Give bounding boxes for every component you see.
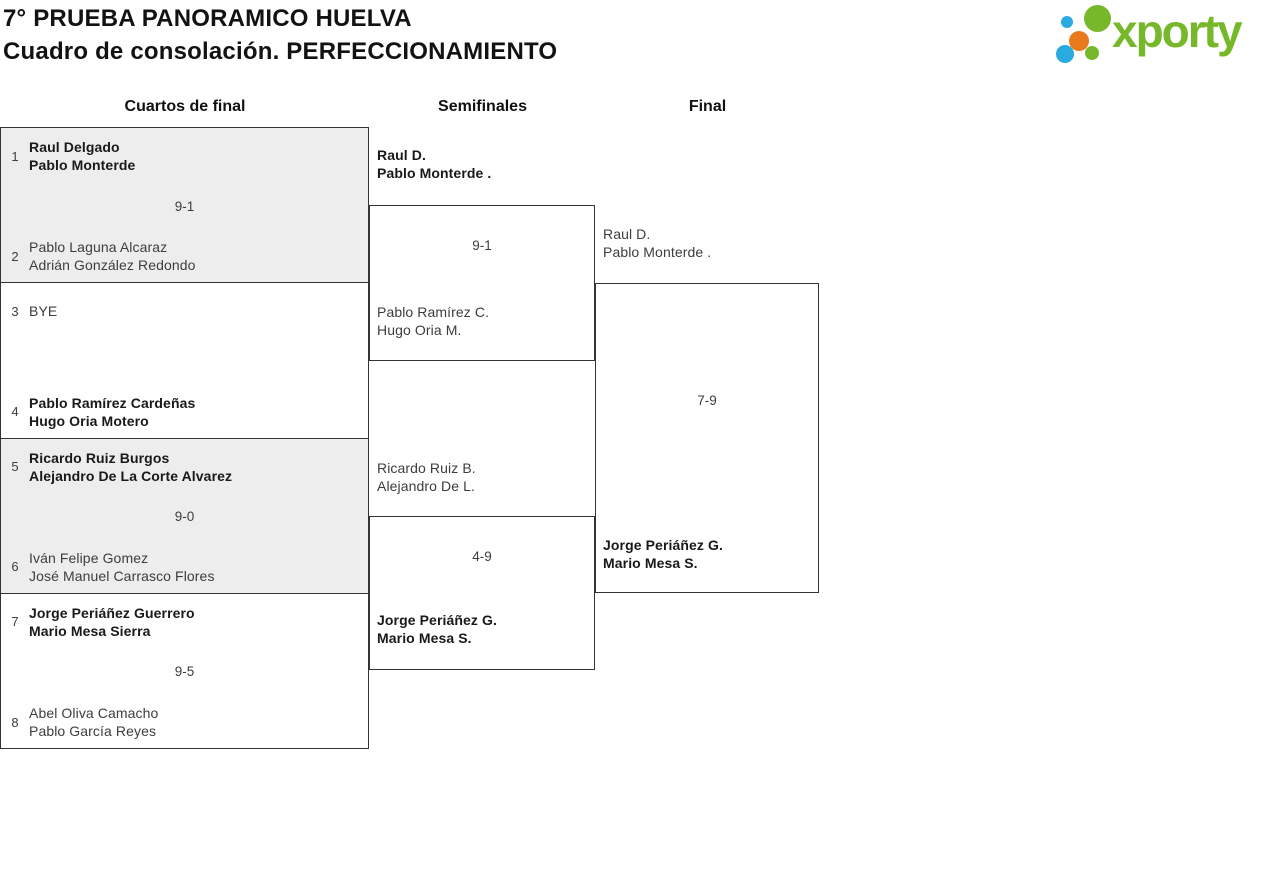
match-slot-bottom: 2 Pablo Laguna Alcaraz Adrián González R… bbox=[1, 234, 368, 278]
semifinal-2-box bbox=[369, 516, 595, 670]
player-name: Mario Mesa S. bbox=[603, 555, 698, 571]
player-name: Pablo Monterde . bbox=[603, 244, 712, 260]
seed-number: 3 bbox=[11, 303, 19, 319]
logo-dot-orange-icon bbox=[1069, 31, 1089, 51]
page-title: 7° PRUEBA PANORAMICO HUELVA bbox=[3, 5, 412, 32]
quarterfinals-column: 1 Raul Delgado Pablo Monterde 9-1 2 Pabl… bbox=[0, 127, 369, 749]
seed-number: 4 bbox=[11, 404, 19, 419]
player-name: Raul Delgado bbox=[29, 139, 120, 155]
seed-number: 2 bbox=[11, 248, 19, 264]
player-name: Alejandro De L. bbox=[377, 478, 476, 494]
logo-dot-green-icon bbox=[1084, 5, 1111, 32]
final-score: 7-9 bbox=[697, 393, 717, 408]
player-name: Pablo Ramírez C. bbox=[377, 304, 490, 320]
team-names: Pablo Laguna Alcaraz Adrián González Red… bbox=[29, 238, 196, 274]
player-name: Ricardo Ruiz B. bbox=[377, 460, 476, 476]
semifinal-1-team-top: Raul D. Pablo Monterde . bbox=[377, 146, 491, 182]
quarterfinal-match-3: 5 Ricardo Ruiz Burgos Alejandro De La Co… bbox=[1, 437, 368, 593]
player-name: Pablo Monterde . bbox=[377, 165, 492, 181]
team-names: Pablo Ramírez Cardeñas Hugo Oria Motero bbox=[29, 394, 195, 430]
semifinal-1-box bbox=[369, 205, 595, 361]
player-name: Mario Mesa Sierra bbox=[29, 622, 151, 639]
quarterfinal-match-1: 1 Raul Delgado Pablo Monterde 9-1 2 Pabl… bbox=[1, 128, 368, 283]
logo-wordmark: xporty bbox=[1112, 5, 1243, 57]
player-name: Pablo Laguna Alcaraz bbox=[29, 239, 168, 256]
player-name: Ricardo Ruiz Burgos bbox=[29, 449, 170, 466]
player-name: Iván Felipe Gomez bbox=[29, 549, 149, 566]
team-names: BYE bbox=[29, 302, 57, 320]
player-name: Raul D. bbox=[377, 147, 426, 163]
seed-number: 6 bbox=[11, 559, 19, 575]
player-name: BYE bbox=[29, 303, 58, 320]
match-score: 9-5 bbox=[174, 664, 195, 680]
player-name: Jorge Periáñez G. bbox=[377, 612, 497, 628]
semifinal-2-team-bottom: Jorge Periáñez G. Mario Mesa S. bbox=[377, 611, 497, 647]
team-names: Iván Felipe Gomez José Manuel Carrasco F… bbox=[29, 549, 215, 585]
player-name: Abel Oliva Camacho bbox=[29, 705, 159, 721]
player-name: Alejandro De La Corte Alvarez bbox=[29, 467, 233, 484]
seed-number: 5 bbox=[11, 459, 19, 474]
match-slot-top: 3 BYE bbox=[1, 289, 368, 333]
logo-dot-blue-icon bbox=[1061, 16, 1073, 28]
semifinal-2-score: 4-9 bbox=[472, 549, 492, 564]
match-score bbox=[1, 333, 368, 389]
player-name: Jorge Periáñez G. bbox=[603, 537, 723, 553]
seed-number: 1 bbox=[11, 148, 19, 164]
semifinal-1-score: 9-1 bbox=[472, 238, 492, 253]
player-name: Jorge Periáñez Guerrero bbox=[29, 604, 195, 621]
match-score: 9-0 bbox=[174, 509, 195, 525]
seed-number: 8 bbox=[11, 714, 19, 730]
match-slot-bottom: 8 Abel Oliva Camacho Pablo García Reyes bbox=[1, 700, 368, 744]
xporty-logo[interactable]: xporty bbox=[1050, 2, 1278, 68]
player-name: Mario Mesa S. bbox=[377, 630, 472, 646]
round-header-semifinals: Semifinales bbox=[438, 98, 527, 115]
player-name: José Manuel Carrasco Flores bbox=[29, 567, 215, 584]
player-name: Hugo Oria M. bbox=[377, 322, 462, 338]
player-name: Pablo Monterde bbox=[29, 157, 136, 173]
match-slot-top: 5 Ricardo Ruiz Burgos Alejandro De La Co… bbox=[1, 445, 368, 489]
seed-number: 7 bbox=[11, 614, 19, 630]
player-name: Raul D. bbox=[603, 226, 651, 242]
semifinal-2-team-top: Ricardo Ruiz B. Alejandro De L. bbox=[377, 459, 476, 495]
quarterfinal-match-2: 3 BYE 4 Pablo Ramírez Cardeñas Hugo Oria… bbox=[1, 282, 368, 437]
round-header-final: Final bbox=[688, 98, 727, 115]
match-slot-top: 7 Jorge Periáñez Guerrero Mario Mesa Sie… bbox=[1, 600, 368, 644]
match-slot-top: 1 Raul Delgado Pablo Monterde bbox=[1, 134, 368, 178]
semifinal-1-team-bottom: Pablo Ramírez C. Hugo Oria M. bbox=[377, 303, 489, 339]
player-name: Adrián González Redondo bbox=[29, 257, 196, 274]
final-team-bottom: Jorge Periáñez G. Mario Mesa S. bbox=[603, 536, 723, 572]
logo-dot-blue2-icon bbox=[1056, 45, 1074, 63]
team-names: Raul Delgado Pablo Monterde bbox=[29, 138, 135, 174]
page-subtitle: Cuadro de consolación. PERFECCIONAMIENTO bbox=[3, 38, 558, 65]
player-name: Hugo Oria Motero bbox=[29, 412, 149, 429]
final-team-top: Raul D. Pablo Monterde . bbox=[603, 225, 711, 261]
team-names: Abel Oliva Camacho Pablo García Reyes bbox=[29, 704, 158, 740]
match-slot-bottom: 6 Iván Felipe Gomez José Manuel Carrasco… bbox=[1, 545, 368, 589]
team-names: Ricardo Ruiz Burgos Alejandro De La Cort… bbox=[29, 449, 232, 485]
match-slot-bottom: 4 Pablo Ramírez Cardeñas Hugo Oria Moter… bbox=[1, 390, 368, 434]
page-title-block: 7° PRUEBA PANORAMICO HUELVA Cuadro de co… bbox=[3, 2, 557, 68]
match-score: 9-1 bbox=[174, 198, 195, 214]
quarterfinal-match-4: 7 Jorge Periáñez Guerrero Mario Mesa Sie… bbox=[1, 592, 368, 748]
player-name: Pablo Ramírez Cardeñas bbox=[29, 394, 196, 411]
logo-dot-green2-icon bbox=[1085, 46, 1099, 60]
final-box bbox=[595, 283, 819, 593]
round-header-quarterfinals: Cuartos de final bbox=[124, 98, 246, 115]
team-names: Jorge Periáñez Guerrero Mario Mesa Sierr… bbox=[29, 604, 195, 640]
player-name: Pablo García Reyes bbox=[29, 723, 157, 739]
